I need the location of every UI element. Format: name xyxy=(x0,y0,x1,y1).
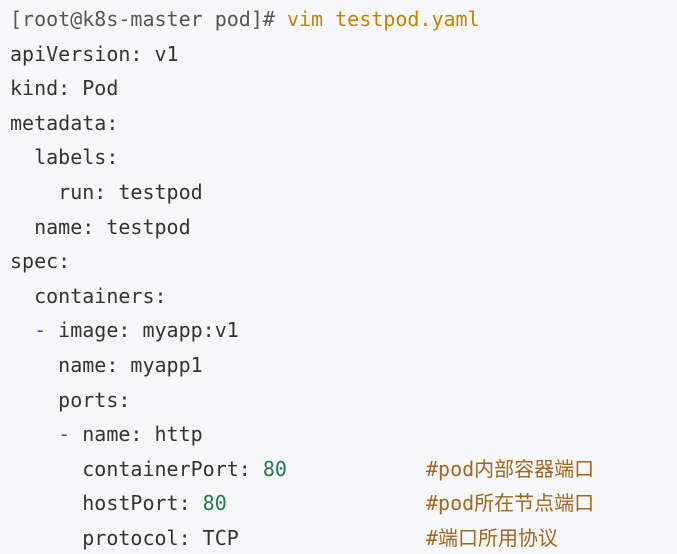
indent xyxy=(10,284,34,308)
code-line: - image: myapp:v1 xyxy=(10,313,677,348)
indent xyxy=(10,388,58,412)
code-line: labels: xyxy=(10,140,677,175)
number-value: 80 xyxy=(202,491,227,516)
indent xyxy=(10,180,58,204)
code-line: ports: xyxy=(10,383,677,418)
yaml-text: labels: xyxy=(34,145,119,170)
indent xyxy=(10,422,58,446)
indent xyxy=(10,491,82,515)
yaml-comment: #pod所在节点端口 xyxy=(426,491,595,516)
yaml-text: apiVersion: v1 xyxy=(10,41,179,66)
indent xyxy=(10,318,34,342)
yaml-text: run: testpod xyxy=(58,179,203,204)
indent xyxy=(10,215,34,239)
code-line: spec: xyxy=(10,244,677,279)
indent xyxy=(10,145,34,169)
indent xyxy=(10,526,82,550)
code-line: protocol: TCP #端口所用协议 xyxy=(10,521,677,554)
list-dash: - xyxy=(34,318,47,343)
yaml-text: image: myapp:v1 xyxy=(46,318,239,343)
code-line: name: testpod xyxy=(10,210,677,245)
yaml-text: spec: xyxy=(10,249,71,274)
code-line: [root@k8s-master pod]# vim testpod.yaml xyxy=(10,2,677,37)
code-line: run: testpod xyxy=(10,175,677,210)
yaml-text: hostPort: xyxy=(82,491,203,516)
indent xyxy=(10,353,58,377)
indent xyxy=(10,457,82,481)
yaml-comment: #端口所用协议 xyxy=(426,525,559,550)
code-line: apiVersion: v1 xyxy=(10,37,677,72)
code-line: containerPort: 80 #pod内部容器端口 xyxy=(10,452,677,487)
code-line: containers: xyxy=(10,279,677,314)
number-value: 80 xyxy=(262,456,287,481)
code-line: metadata: xyxy=(10,106,677,141)
shell-command: vim testpod.yaml xyxy=(274,7,480,31)
yaml-text: containerPort: xyxy=(82,456,263,481)
code-line: kind: Pod xyxy=(10,71,677,106)
yaml-text: name: http xyxy=(70,422,203,447)
yaml-text: ports: xyxy=(58,387,131,412)
code-line: - name: http xyxy=(10,417,677,452)
yaml-text: name: testpod xyxy=(34,214,191,239)
yaml-text: containers: xyxy=(34,283,167,308)
yaml-text: metadata: xyxy=(10,110,119,135)
shell-prompt: [root@k8s-master pod]# xyxy=(10,7,275,31)
code-line: hostPort: 80 #pod所在节点端口 xyxy=(10,486,677,521)
list-dash: - xyxy=(58,422,71,447)
yaml-text: protocol: TCP xyxy=(82,525,239,550)
yaml-text: kind: Pod xyxy=(10,76,119,101)
yaml-comment: #pod内部容器端口 xyxy=(426,456,595,481)
yaml-text: name: myapp1 xyxy=(58,352,203,377)
code-line: name: myapp1 xyxy=(10,348,677,383)
